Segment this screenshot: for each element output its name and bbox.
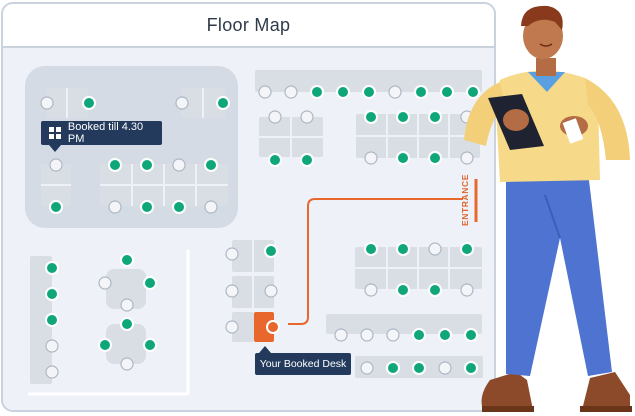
hair (521, 5, 563, 30)
round-table (106, 324, 146, 364)
person-illustration (464, 5, 632, 412)
your-desk-chair[interactable] (266, 320, 280, 334)
route-line (288, 198, 463, 325)
pants (506, 172, 612, 376)
floor-plan (25, 66, 483, 396)
window-title: Floor Map (206, 14, 291, 35)
hand (503, 109, 529, 131)
available-chairs (45, 85, 480, 375)
your-desk-tooltip-text: Your Booked Desk (259, 358, 347, 370)
desk-dividers (41, 88, 482, 308)
unavailable-chairs (40, 85, 474, 379)
left-shoe (481, 372, 533, 410)
booked-tooltip-arrow (49, 145, 61, 152)
desk (30, 256, 52, 384)
booked-tooltip: Booked till 4.30 PM (41, 121, 162, 145)
grid-icon (49, 127, 61, 139)
your-desk-tooltip: Your Booked Desk (255, 353, 351, 375)
floor-map-window: Floor Map (1, 2, 496, 412)
desk (232, 312, 254, 342)
head (523, 13, 563, 59)
right-shoe (582, 372, 630, 410)
window-header: Floor Map (3, 4, 494, 48)
booked-tooltip-text: Booked till 4.30 PM (67, 121, 144, 145)
your-desk-tooltip-arrow (259, 346, 271, 353)
your-booked-desk[interactable] (254, 312, 274, 342)
round-table (106, 269, 146, 309)
